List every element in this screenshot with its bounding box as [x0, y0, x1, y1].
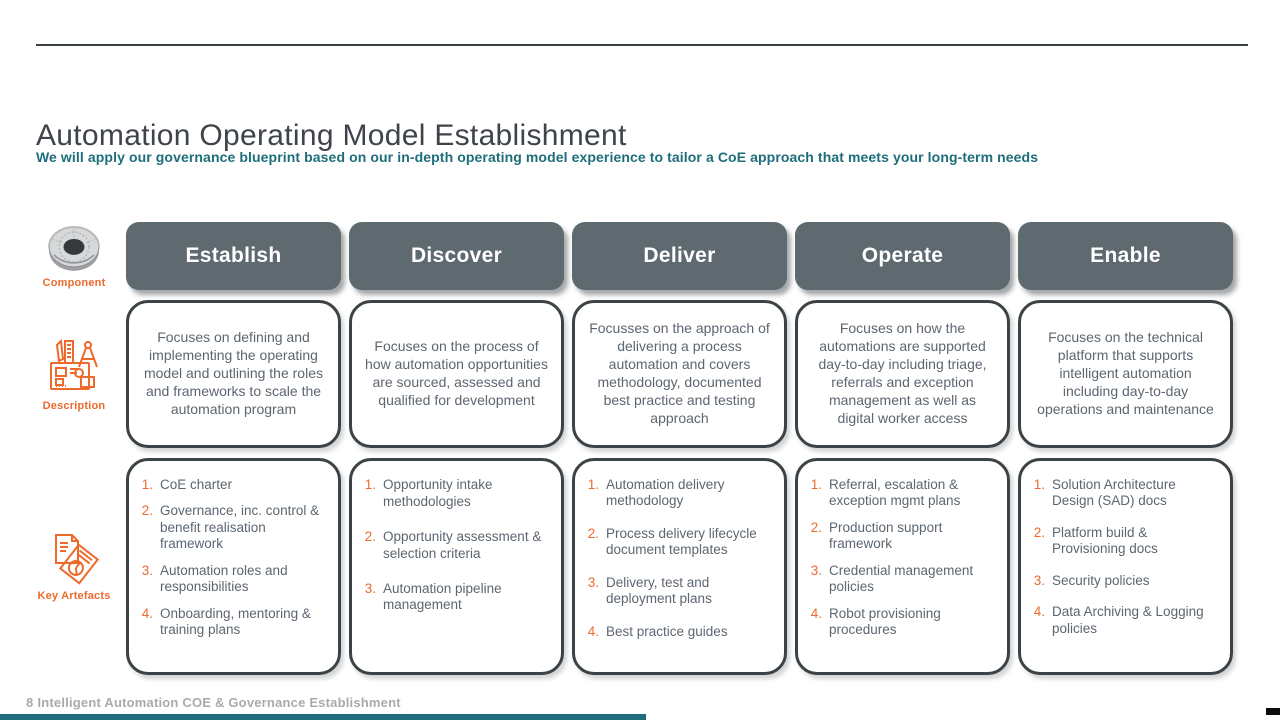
artefact-item: Opportunity assessment & selection crite… — [383, 528, 542, 561]
artefacts-discover: Opportunity intake methodologies Opportu… — [349, 458, 564, 675]
artefact-item: Credential management policies — [829, 562, 974, 595]
description-enable: Focuses on the technical platform that s… — [1018, 300, 1233, 448]
artefact-item: Production support framework — [829, 519, 943, 552]
row-label-description: Description — [30, 300, 118, 448]
artefact-list: Solution Architecture Design (SAD) docs … — [1029, 477, 1220, 637]
artefact-item: Automation pipeline management — [383, 580, 502, 613]
artefacts-operate: Referral, escalation & exception mgmt pl… — [795, 458, 1010, 675]
description-operate: Focuses on how the automations are suppo… — [795, 300, 1010, 448]
artefacts-enable: Solution Architecture Design (SAD) docs … — [1018, 458, 1233, 675]
row-label-key-artefacts: Key Artefacts — [30, 458, 118, 675]
column-header-discover: Discover — [349, 222, 564, 290]
row-label-component: Component — [30, 222, 118, 290]
column-header-establish: Establish — [126, 222, 341, 290]
artefact-item: Best practice guides — [606, 623, 728, 639]
artefacts-deliver: Automation delivery methodology Process … — [572, 458, 787, 675]
column-header-operate: Operate — [795, 222, 1010, 290]
operating-model-matrix: Component Establish Discover Deliver Ope… — [30, 222, 1233, 675]
page-number: 8 — [26, 695, 34, 710]
description-establish: Focuses on defining and implementing the… — [126, 300, 341, 448]
page-title: Automation Operating Model Establishment — [36, 119, 627, 153]
footer-title: Intelligent Automation COE & Governance … — [37, 695, 401, 710]
artefact-list: Referral, escalation & exception mgmt pl… — [806, 477, 997, 639]
blueprint-drafting-icon — [50, 338, 98, 390]
corner-mark — [1266, 708, 1280, 715]
column-header-enable: Enable — [1018, 222, 1233, 290]
artefact-item: Onboarding, mentoring & training plans — [160, 605, 311, 638]
column-header-deliver: Deliver — [572, 222, 787, 290]
description-deliver: Focusses on the approach of delivering a… — [572, 300, 787, 448]
3d-ring-icon — [48, 226, 100, 271]
artefact-list: Automation delivery methodology Process … — [583, 477, 774, 640]
artefact-item: Automation delivery methodology — [606, 477, 725, 509]
artefact-item: CoE charter — [160, 477, 233, 492]
artefact-item: Delivery, test and deployment plans — [606, 574, 712, 607]
artefact-item: Solution Architecture Design (SAD) docs — [1052, 477, 1176, 509]
artefact-item: Platform build & Provisioning docs — [1052, 524, 1158, 557]
artefact-item: Referral, escalation & exception mgmt pl… — [829, 477, 961, 509]
artefact-item: Process delivery lifecycle document temp… — [606, 525, 757, 558]
page-subtitle: We will apply our governance blueprint b… — [36, 149, 1039, 165]
artefacts-establish: CoE charter Governance, inc. control & b… — [126, 458, 341, 675]
artefact-list: Opportunity intake methodologies Opportu… — [360, 477, 551, 614]
documents-pie-chart-icon — [55, 534, 100, 586]
artefact-item: Governance, inc. control & benefit reali… — [160, 503, 320, 552]
top-divider — [36, 44, 1248, 46]
artefact-list: CoE charter Governance, inc. control & b… — [137, 477, 328, 639]
description-discover: Focuses on the process of how automation… — [349, 300, 564, 448]
artefact-item: Security policies — [1052, 572, 1150, 588]
artefact-item: Data Archiving & Logging policies — [1052, 604, 1204, 636]
artefact-item: Automation roles and responsibilities — [160, 562, 288, 595]
artefact-item: Robot provisioning procedures — [829, 605, 941, 638]
artefact-item: Opportunity intake methodologies — [383, 477, 493, 509]
footer-accent-bar — [0, 714, 646, 720]
